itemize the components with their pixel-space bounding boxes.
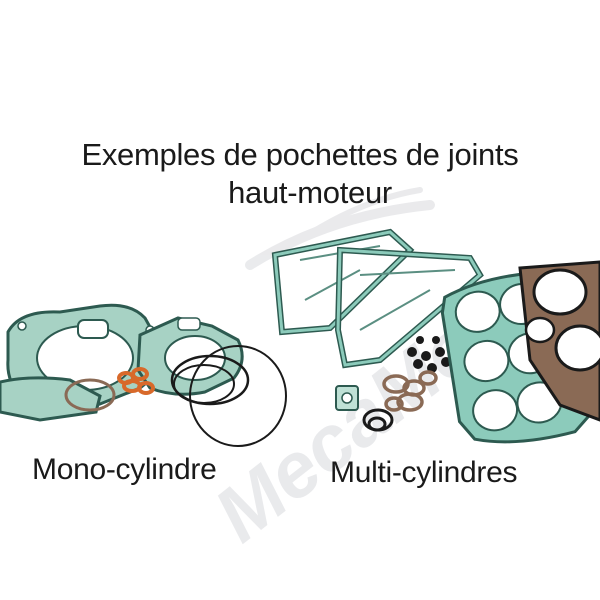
mono-cylinder-gaskets [0, 303, 287, 447]
black-oring-pair [362, 408, 394, 432]
caption-mono-cylinder: Mono-cylindre [32, 453, 217, 486]
brown-ring [64, 378, 116, 412]
black-orings [170, 345, 287, 447]
brown-rings-multi [382, 370, 438, 412]
page-subtitle: haut-moteur [228, 175, 392, 210]
orange-orings [117, 367, 155, 395]
exhaust-gasket [0, 376, 102, 422]
caption-multi-cylinders: Multi-cylindres [330, 456, 518, 489]
multi-cylinder-gaskets [271, 228, 600, 444]
page-title: Exemples de pochettes de joints [81, 137, 519, 172]
watermark-swoosh [245, 200, 435, 270]
small-seals [407, 336, 451, 373]
metal-head-gasket [518, 260, 600, 422]
